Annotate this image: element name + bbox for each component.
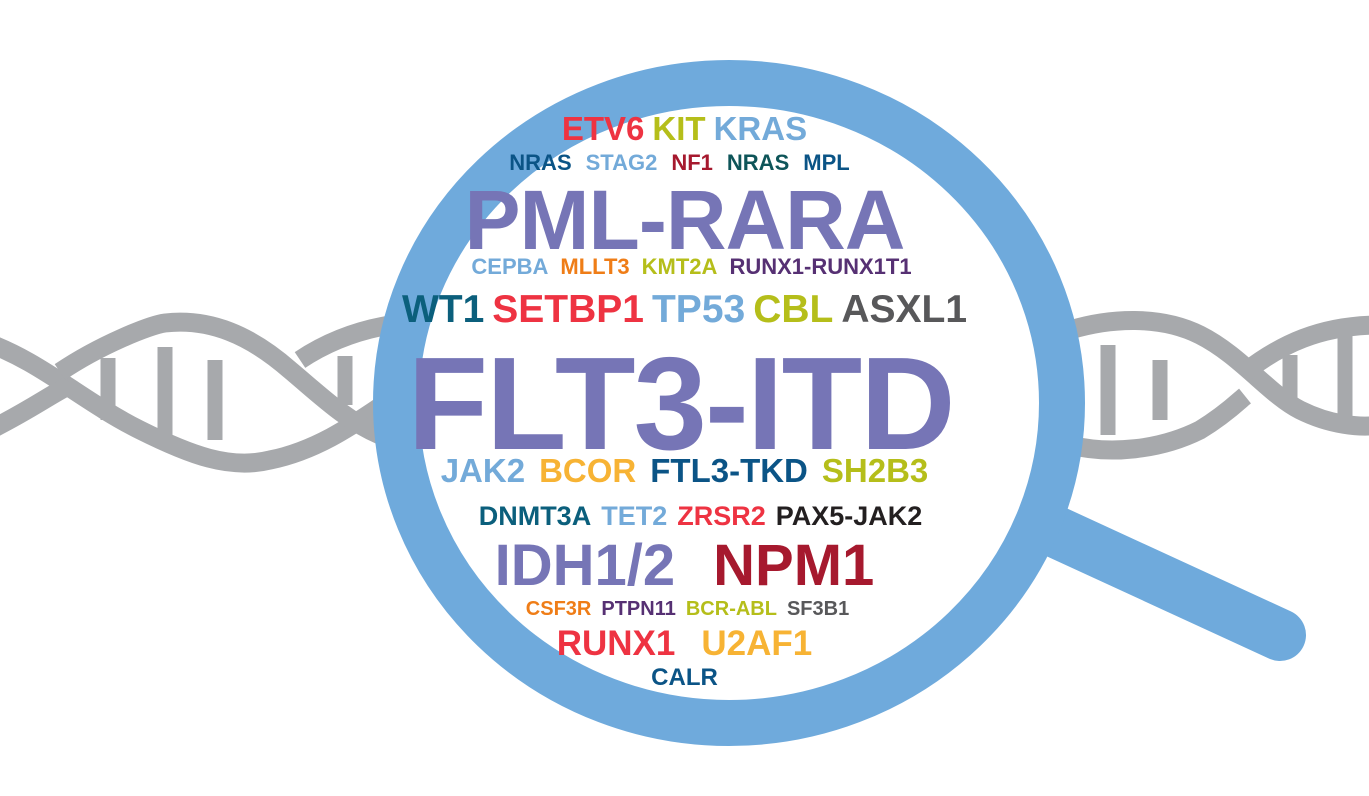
gene-label: TP53 <box>651 288 746 331</box>
cloud-row: PML-RARA <box>0 172 1369 269</box>
magnifier-handle-icon <box>1004 494 1306 661</box>
gene-label: PAX5-JAK2 <box>775 501 923 531</box>
cloud-row: NRAS STAG2 NF1 NRAS MPL <box>0 150 1364 176</box>
gene-label: ETV6 <box>561 110 645 147</box>
gene-label: KIT <box>652 110 706 147</box>
gene-label-featured: FLT3-ITD <box>407 330 955 477</box>
gene-label: CALR <box>651 664 718 691</box>
gene-label: STAG2 <box>585 150 658 175</box>
cloud-row: RUNX1 U2AF1 <box>0 624 1369 664</box>
gene-label: ASXL1 <box>841 288 968 331</box>
gene-label: SETBP1 <box>492 288 644 331</box>
gene-label: U2AF1 <box>701 624 813 663</box>
cloud-row: CSF3R PTPN11 BCR-ABL SF3B1 <box>3 598 1369 621</box>
gene-label: NPM1 <box>713 533 875 598</box>
gene-label: DNMT3A <box>478 501 592 531</box>
gene-label: JAK2 <box>440 452 526 489</box>
gene-label: BCR-ABL <box>685 598 777 620</box>
gene-label: NF1 <box>671 150 713 175</box>
gene-label-featured: PML-RARA <box>464 173 906 267</box>
gene-label: PTPN11 <box>601 598 676 620</box>
dna-helix-right-icon <box>1067 311 1369 460</box>
cloud-row: ETV6 KIT KRAS <box>0 110 1369 148</box>
magnifier-lens-icon <box>373 60 1085 746</box>
gene-label: IDH1/2 <box>494 533 676 598</box>
gene-label: CBL <box>753 288 834 331</box>
cloud-row: WT1 SETBP1 TP53 CBL ASXL1 <box>0 288 1369 332</box>
cloud-row: CALR <box>0 664 1369 692</box>
gene-label: CSF3R <box>525 598 592 620</box>
gene-label: FTL3-TKD <box>650 452 808 489</box>
gene-label: CEPBA <box>471 254 549 279</box>
gene-label: TET2 <box>601 501 668 531</box>
dna-helix-left-icon <box>0 312 396 473</box>
gene-label: KRAS <box>713 110 808 147</box>
gene-label: ZRSR2 <box>677 501 766 531</box>
gene-label: MLLT3 <box>560 254 630 279</box>
gene-label: NRAS <box>726 150 790 175</box>
cloud-row: DNMT3A TET2 ZRSR2 PAX5-JAK2 <box>16 501 1369 532</box>
gene-label: NRAS <box>509 150 572 175</box>
gene-label: SF3B1 <box>786 598 850 620</box>
gene-label: WT1 <box>401 288 485 331</box>
cloud-row: FLT3-ITD <box>0 328 1365 479</box>
gene-label: RUNX1 <box>556 624 676 663</box>
gene-label: KMT2A <box>641 254 718 279</box>
cloud-row: JAK2 BCOR FTL3-TKD SH2B3 <box>0 452 1369 490</box>
gene-label: BCOR <box>539 452 637 489</box>
cloud-row: IDH1/2 NPM1 <box>0 532 1369 599</box>
gene-label: MPL <box>803 150 850 175</box>
cloud-row: CEPBA MLLT3 KMT2A RUNX1-RUNX1T1 <box>7 254 1369 280</box>
gene-label: RUNX1-RUNX1T1 <box>729 254 912 279</box>
gene-label: SH2B3 <box>821 452 929 489</box>
